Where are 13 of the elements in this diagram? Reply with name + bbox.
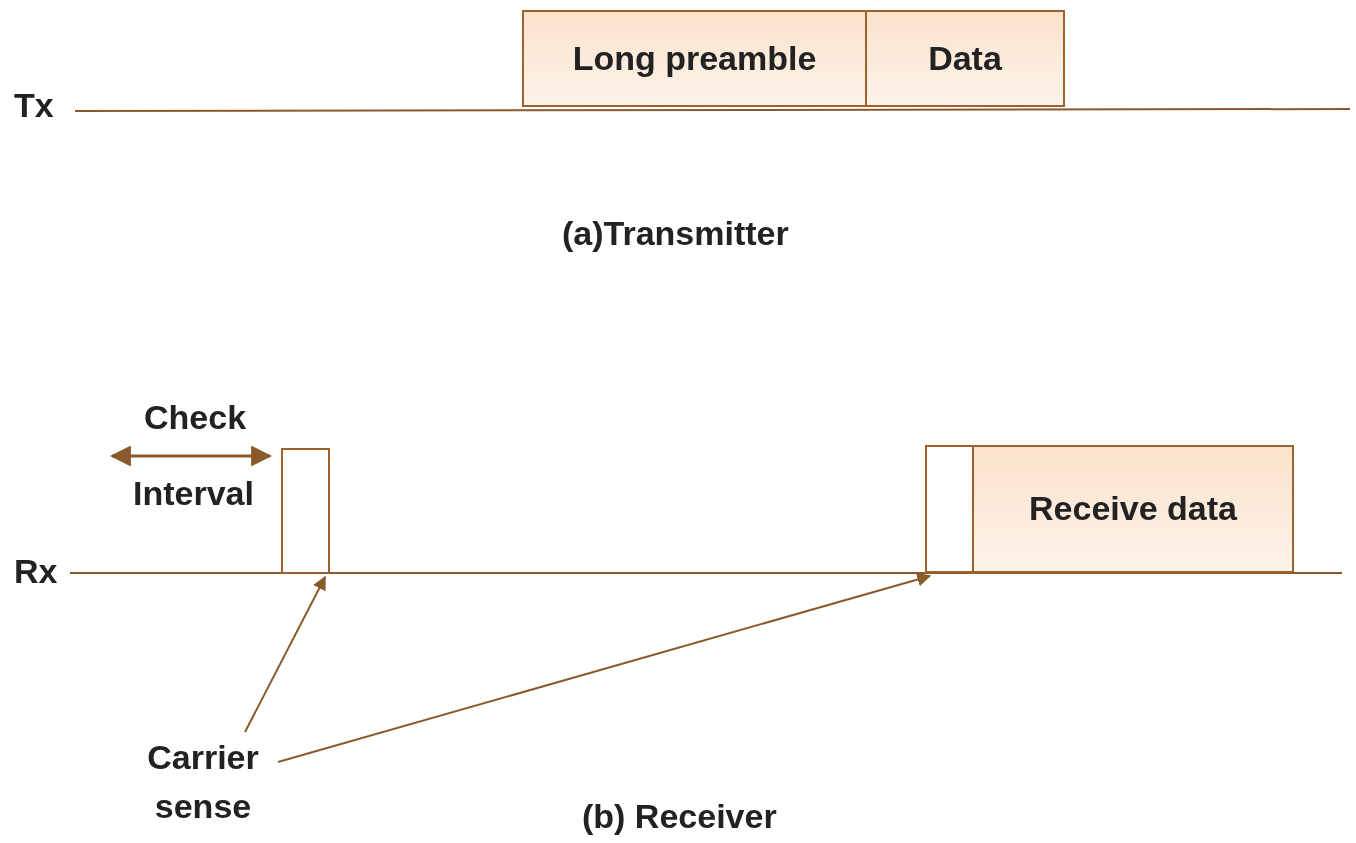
slot-box [281,448,330,574]
preamble-block: Long preamble [522,10,867,107]
axis-label: Tx [14,86,54,125]
interval-label: Check [144,398,247,437]
arrow [244,575,327,733]
arrow [277,572,932,763]
data-block: Data [865,10,1065,107]
carrier-sense-text: Carrier sense [128,732,278,832]
caption: (a)Transmitter [562,214,789,253]
caption: (b) Receiver [582,797,777,836]
interval-label: Interval [133,474,254,513]
axis-label: Rx [14,552,58,591]
receive-block: Receive data [972,445,1294,573]
